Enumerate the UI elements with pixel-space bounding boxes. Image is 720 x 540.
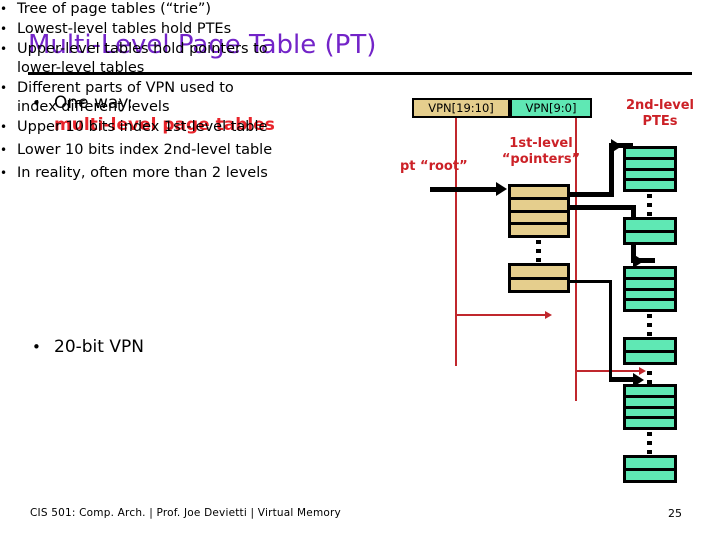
label-second-level-line1: 2nd-level: [625, 98, 695, 113]
sub-bullet-text: Lowest-level tables hold PTEs: [17, 21, 232, 37]
table-row: [626, 279, 674, 291]
bullet-marker: •: [0, 120, 8, 134]
table-row: [626, 340, 674, 353]
label-first-level-line2: “pointers”: [501, 152, 581, 167]
second-level-table-1[interactable]: [623, 146, 677, 192]
first-level-ellipsis: [536, 240, 541, 262]
pt-root-arrow-head: [496, 182, 507, 196]
pointer-3-h2: [609, 377, 635, 382]
sub-bullet-text: Different parts of VPN used to index dif…: [17, 80, 234, 115]
bullet-marker: •: [0, 2, 8, 16]
second-level-table-3-cont[interactable]: [623, 455, 677, 483]
bullet-marker: •: [0, 166, 8, 180]
table-row: [511, 225, 567, 235]
pointer-3-h: [570, 280, 612, 283]
list-item: • Lowest-level tables hold PTEs: [0, 20, 350, 39]
list-item: • Upper-level tables hold pointers to lo…: [0, 40, 290, 78]
vpn-low-index-arrow: [639, 367, 646, 375]
list-item: • Lower 10 bits index 2nd-level table: [0, 141, 360, 160]
second-level-ellipsis-1: [647, 194, 652, 216]
second-level-ellipsis-3: [647, 432, 652, 454]
label-first-level-line1: 1st-level: [509, 136, 573, 151]
page-number: 25: [668, 507, 682, 520]
sub-bullet-text: In reality, often more than 2 levels: [17, 165, 268, 181]
list-item: • Upper 10 bits index 1st-level table: [0, 118, 360, 137]
pt-root-arrow-line: [430, 187, 498, 192]
bullet-marker: •: [0, 81, 8, 95]
vpn-high-index-line: [455, 118, 457, 366]
pointer-1-h: [570, 192, 614, 197]
footer-text: CIS 501: Comp. Arch. | Prof. Joe Deviett…: [30, 507, 341, 519]
sub-bullet-text: Upper 10 bits index 1st-level table: [17, 119, 268, 135]
sub-bullet-list-vpn: • Upper 10 bits index 1st-level table • …: [0, 118, 360, 183]
vpn-low-box[interactable]: VPN[9:0]: [510, 98, 592, 118]
table-row: [511, 199, 567, 213]
bullet-marker: •: [0, 22, 8, 36]
page-title: Multi-Level Page Table (PT): [28, 30, 377, 60]
table-row: [626, 458, 674, 471]
table-row: [626, 419, 674, 427]
table-row: [626, 220, 674, 233]
second-level-ellipsis-2: [647, 314, 652, 336]
table-row: [626, 301, 674, 309]
pointer-2-h: [570, 205, 636, 210]
bullet-vpn: • 20-bit VPN: [32, 337, 332, 358]
table-row: [626, 269, 674, 280]
table-row: [511, 212, 567, 226]
label-second-level-line2: PTEs: [642, 114, 678, 129]
table-row: [626, 352, 674, 362]
list-item: • Tree of page tables (“trie”): [0, 0, 350, 19]
second-level-table-2-cont[interactable]: [623, 337, 677, 365]
vpn-low-index-line: [575, 118, 577, 401]
vpn-high-box[interactable]: VPN[19:10]: [412, 98, 510, 118]
table-row: [626, 159, 674, 171]
table-row: [626, 170, 674, 182]
multi-level-page-table-diagram: VPN[19:10] VPN[9:0] 2nd-level PTEs 1st-l…: [400, 88, 720, 518]
label-first-level-pointers: 1st-level “pointers”: [482, 136, 600, 168]
pointer-1-arrow: [611, 139, 622, 153]
bullet-marker: •: [32, 94, 41, 112]
bullet-marker: •: [0, 143, 8, 157]
first-level-table-root[interactable]: [508, 184, 570, 238]
pointer-3-v: [609, 280, 612, 380]
bullet-vpn-label: 20-bit VPN: [54, 337, 144, 357]
sub-bullet-text: Upper-level tables hold pointers to lowe…: [17, 41, 268, 76]
second-level-table-2[interactable]: [623, 266, 677, 312]
table-row: [626, 181, 674, 189]
bullet-one-way: • One way: multi-level page tables: [32, 93, 362, 136]
list-item: • In reality, often more than 2 levels: [0, 164, 360, 183]
vpn-high-index-arrow: [545, 311, 552, 319]
table-row: [511, 266, 567, 280]
title-divider: [28, 72, 692, 75]
bullet-marker: •: [32, 338, 41, 356]
pointer-3-arrow: [633, 373, 644, 387]
bullet-marker: •: [0, 42, 8, 56]
label-pt-root: pt “root”: [400, 159, 468, 174]
second-level-table-1-cont[interactable]: [623, 217, 677, 245]
second-level-table-3[interactable]: [623, 384, 677, 430]
table-row: [626, 470, 674, 480]
table-row: [511, 279, 567, 290]
table-row: [626, 232, 674, 242]
vpn-low-index-line-h: [575, 370, 641, 372]
pointer-1-v: [609, 143, 614, 197]
table-row: [626, 397, 674, 409]
first-level-table-root-cont[interactable]: [508, 263, 570, 293]
list-item: • Different parts of VPN used to index d…: [0, 79, 265, 117]
sub-bullet-list-one-way: • Tree of page tables (“trie”) • Lowest-…: [0, 0, 350, 117]
table-row: [626, 290, 674, 302]
table-row: [511, 187, 567, 200]
sub-bullet-text: Lower 10 bits index 2nd-level table: [17, 142, 273, 158]
bullet-one-way-emphasis: multi-level page tables: [54, 115, 275, 135]
label-second-level-ptes: 2nd-level PTEs: [604, 98, 716, 130]
table-row: [626, 387, 674, 398]
sub-bullet-text: Tree of page tables (“trie”): [17, 1, 212, 17]
table-row: [626, 408, 674, 420]
table-row: [626, 149, 674, 160]
bullet-one-way-label: One way:: [54, 93, 133, 113]
vpn-high-index-line-h: [455, 314, 547, 316]
pointer-2-arrow: [633, 254, 644, 268]
